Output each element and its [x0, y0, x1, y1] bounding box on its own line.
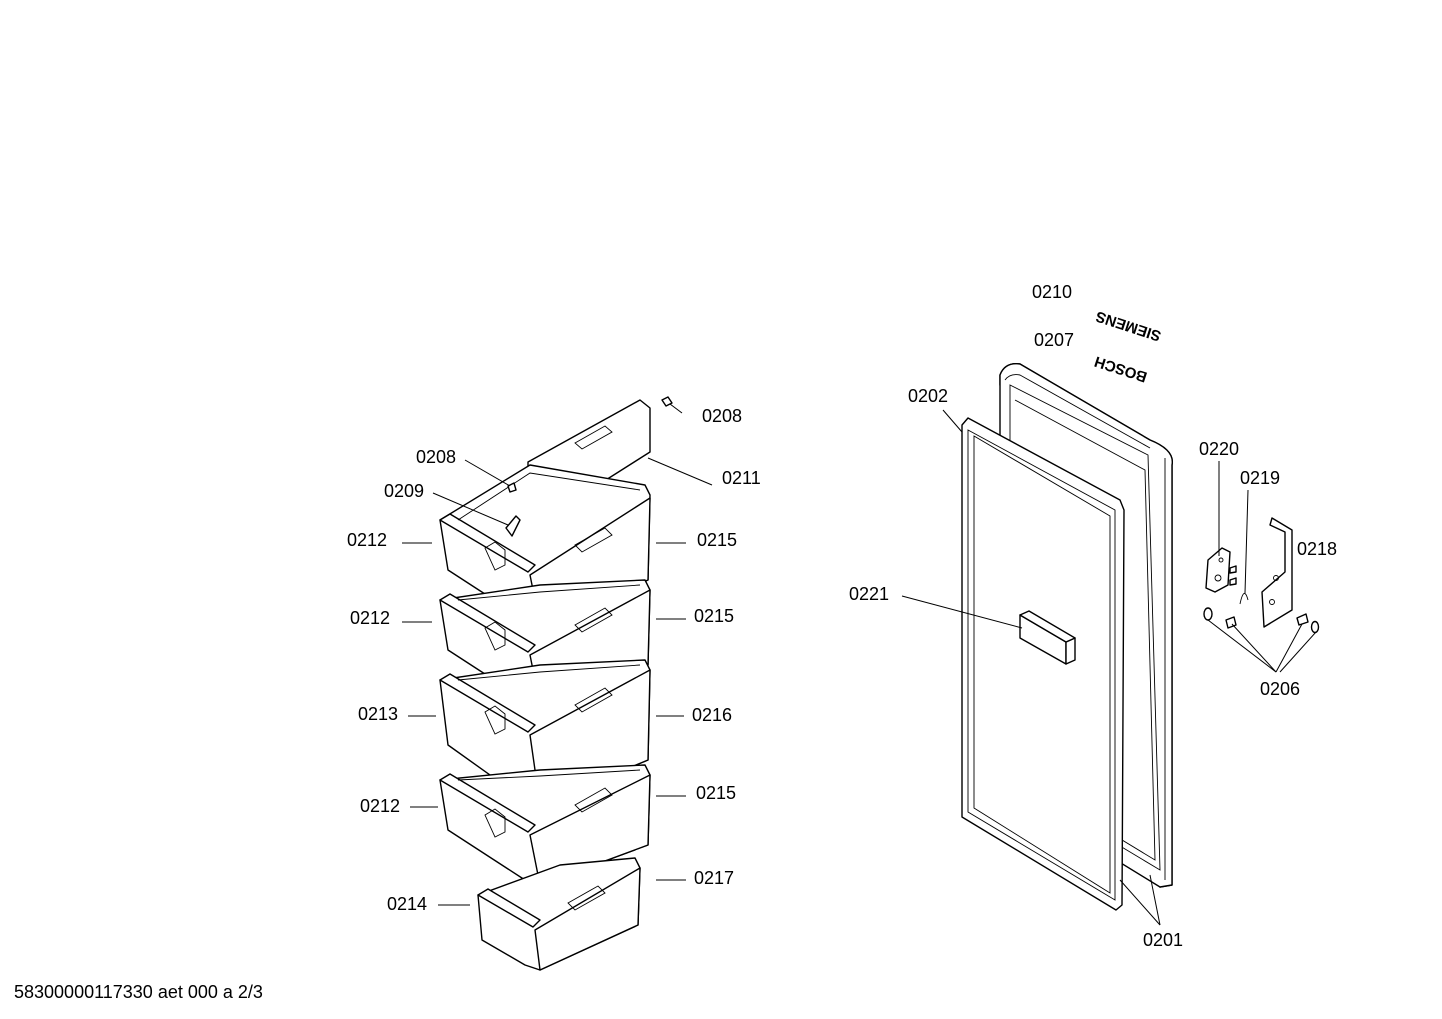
drawer-4 [439, 764, 651, 886]
callout-0215-top: 0215 [697, 530, 737, 550]
callout-0214: 0214 [387, 894, 427, 914]
callout-0215-second: 0215 [694, 606, 734, 626]
callout-0201: 0201 [1143, 930, 1183, 950]
label-plate-0221 [1019, 610, 1076, 665]
screws-0206 [1203, 607, 1320, 634]
callout-0215-bottom: 0215 [696, 783, 736, 803]
callout-0216: 0216 [692, 705, 732, 725]
spring-0219 [1229, 565, 1249, 605]
hinge-plate-0218 [1261, 517, 1293, 628]
callout-0212-top: 0212 [347, 530, 387, 550]
callout-0209: 0209 [384, 481, 424, 501]
callout-0208-hinge: 0208 [416, 447, 456, 467]
right-leader-lines [901, 409, 1317, 926]
callout-0212-bottom: 0212 [360, 796, 400, 816]
left-leader-lines [402, 403, 713, 906]
callout-0211: 0211 [722, 468, 761, 488]
callout-0212-second: 0212 [350, 608, 390, 628]
callout-0219: 0219 [1240, 468, 1280, 488]
callout-0202: 0202 [908, 386, 948, 406]
callout-0210: 0210 [1032, 282, 1072, 302]
bosch-badge: BOSCH [1092, 352, 1149, 385]
document-id: 58300000117330 aet 000 a 2/3 [14, 982, 263, 1002]
callout-0218: 0218 [1297, 539, 1337, 559]
siemens-badge: SIEMENS [1094, 307, 1163, 344]
callout-0208-pin: 0208 [702, 406, 742, 426]
callout-0217: 0217 [694, 868, 734, 888]
callout-0220: 0220 [1199, 439, 1239, 459]
gasket-0202 [961, 417, 1125, 911]
callout-0221: 0221 [849, 584, 889, 604]
callout-0207: 0207 [1034, 330, 1074, 350]
hinge-bracket-0220 [1205, 547, 1231, 593]
callout-0206: 0206 [1260, 679, 1300, 699]
drawer-5 [477, 857, 641, 971]
callout-0213: 0213 [358, 704, 398, 724]
